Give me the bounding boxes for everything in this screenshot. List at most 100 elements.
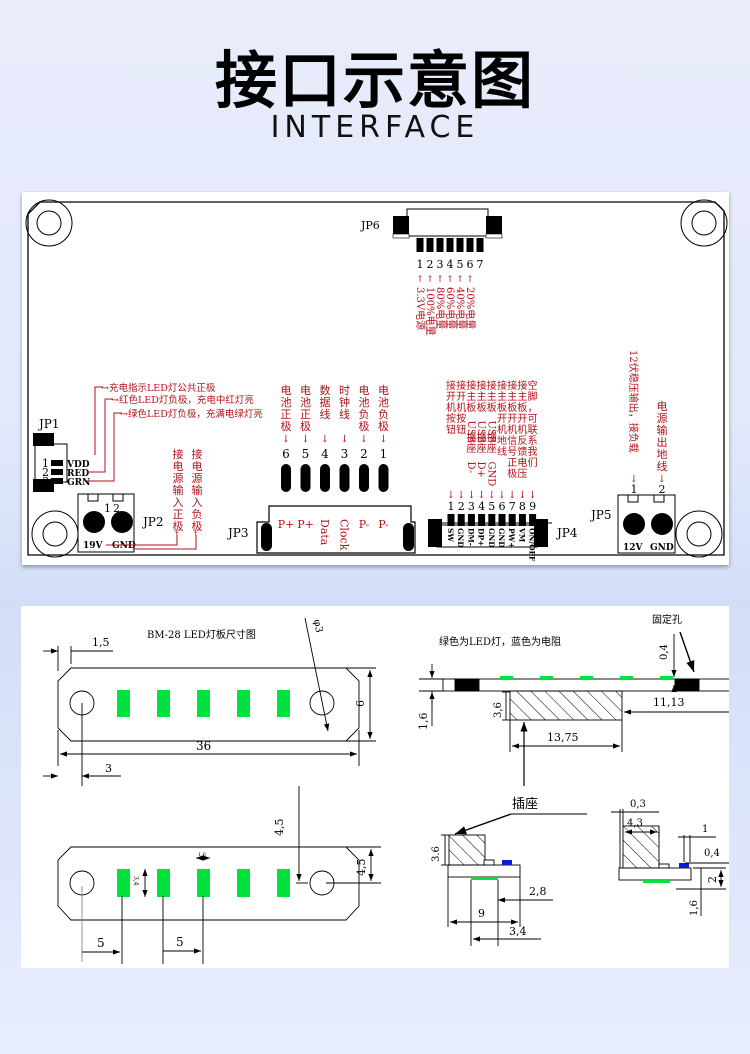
svg-text:主: 主 xyxy=(487,391,497,403)
jp3-connector: JP3 电池正极↓6P+电池正极↓5P+数据线↓4Data时钟线↓3Clock电… xyxy=(226,384,416,554)
svg-text:号: 号 xyxy=(507,446,517,458)
svg-text:负: 负 xyxy=(359,407,370,421)
up-arrow-icon: ↑ xyxy=(456,275,464,285)
svg-text:钮: 钮 xyxy=(456,423,466,436)
svg-text:地: 地 xyxy=(657,448,668,461)
led-side xyxy=(580,676,593,679)
mounting-hole-bottom-left xyxy=(31,510,79,558)
jp4-pin-number: 5 xyxy=(488,500,495,513)
dim-height: 9 xyxy=(353,700,366,707)
svg-text:机: 机 xyxy=(507,423,517,436)
jp6-pin-desc: 20%电量 xyxy=(464,287,477,329)
jp1-pin xyxy=(51,460,63,466)
svg-text:系: 系 xyxy=(528,435,538,447)
led-marker xyxy=(471,877,498,880)
jp1-leader-line xyxy=(87,398,113,473)
jp4-pin-name: DM- xyxy=(466,528,475,546)
mounting-hole-top-right xyxy=(680,199,728,247)
jp2-pin1-name: 19V xyxy=(83,541,104,551)
jp6-pin-desc: 100%电量 xyxy=(424,287,437,336)
jp4-pin-number: 4 xyxy=(478,500,485,513)
svg-text:正: 正 xyxy=(173,508,184,521)
svg-text:板: 板 xyxy=(517,401,527,414)
dim-led-width: 1,6 xyxy=(198,852,206,858)
dim-end-socket-height: 3.6 xyxy=(431,846,442,862)
dim-hole-center: 4,5 xyxy=(355,859,368,877)
svg-text:出: 出 xyxy=(657,435,668,449)
svg-text:极: 极 xyxy=(507,467,517,480)
led-side xyxy=(500,676,513,679)
svg-text:接: 接 xyxy=(497,379,507,392)
dim-end-height: 2 xyxy=(706,876,719,883)
jp3-pin xyxy=(281,464,291,492)
svg-text:我: 我 xyxy=(528,446,538,458)
svg-text:联: 联 xyxy=(528,424,538,436)
svg-text:极: 极 xyxy=(359,419,370,433)
svg-text:压: 压 xyxy=(517,468,527,480)
down-arrow-icon: ↓ xyxy=(508,490,516,501)
jp4-pin-number: 1 xyxy=(448,500,455,513)
svg-text:输: 输 xyxy=(173,483,184,497)
svg-text:接: 接 xyxy=(446,379,456,392)
svg-text:接: 接 xyxy=(517,379,527,392)
dim-length: 36 xyxy=(196,739,211,753)
jp4-connector: JP4 接开机按钮↓1SW接开机按钮↓2GND接主板USB插座D-↓3DM-接主… xyxy=(428,379,578,562)
svg-text:D+: D+ xyxy=(475,462,486,478)
svg-text:源: 源 xyxy=(657,411,668,425)
dim-socket-height: 3,6 xyxy=(493,702,504,718)
svg-text:D-: D- xyxy=(465,462,476,474)
top-view: BM-28 LED灯板尺寸图 1,5 φ3 9 36 3 xyxy=(43,617,376,786)
down-arrow-icon: ↓ xyxy=(488,490,496,501)
jp4-pin-number: 6 xyxy=(499,500,506,513)
svg-text:2: 2 xyxy=(113,502,120,515)
jp3-pin-number: 4 xyxy=(321,447,329,461)
jp5-pin-number: 2 xyxy=(659,483,666,496)
svg-text:插: 插 xyxy=(466,431,476,444)
svg-text:正: 正 xyxy=(507,458,517,469)
dim-end-offset: 2,8 xyxy=(529,885,547,898)
dim-hole-offset: 3 xyxy=(105,762,112,775)
jp6-pin-desc: 3.3V电源 xyxy=(414,287,427,330)
up-arrow-icon: ↑ xyxy=(466,275,474,285)
jp6-pin xyxy=(426,238,434,252)
led-pad xyxy=(197,690,210,717)
svg-text:开: 开 xyxy=(446,392,456,403)
dim-gap: 0,3 xyxy=(630,799,646,810)
down-arrow-icon: ↓ xyxy=(301,434,309,445)
jp3-pin-desc: 数据线 xyxy=(320,384,331,421)
jp4-pin xyxy=(508,514,516,526)
svg-text:线: 线 xyxy=(320,407,331,421)
led-pad xyxy=(197,869,210,897)
led-pad xyxy=(117,869,130,897)
jp4-pin-number: 9 xyxy=(529,500,536,513)
jp6-pin xyxy=(456,238,464,252)
jp6-pin xyxy=(416,238,424,252)
dim-end-led-width: 3,4 xyxy=(509,925,527,938)
jp3-pin xyxy=(359,464,369,492)
dim-led-pitch: 5 xyxy=(176,935,184,949)
svg-text:电: 电 xyxy=(378,384,389,397)
jp3-pin-name: P+ xyxy=(278,518,295,531)
svg-text:线: 线 xyxy=(657,459,668,473)
dim-edge-chamfer: 1,5 xyxy=(92,636,110,649)
svg-text:1: 1 xyxy=(104,502,111,515)
svg-text:极: 极 xyxy=(281,419,292,433)
down-arrow-icon: ↓ xyxy=(360,434,368,445)
jp6-pin xyxy=(446,238,454,252)
jp3-pin xyxy=(339,464,350,492)
jp4-pin-name: SW xyxy=(446,528,455,542)
drawing-title: BM-28 LED灯板尺寸图 xyxy=(147,628,256,641)
svg-text:开: 开 xyxy=(517,414,527,425)
svg-text:据: 据 xyxy=(320,395,331,409)
jp6-pin-number: 3 xyxy=(437,258,444,271)
svg-text:开: 开 xyxy=(507,414,517,425)
svg-text:↑: ↑ xyxy=(173,531,181,541)
jp4-pin xyxy=(467,514,475,526)
jp3-pin-name: P- xyxy=(378,518,389,531)
led-pad xyxy=(157,690,170,717)
svg-text:输: 输 xyxy=(192,483,203,497)
